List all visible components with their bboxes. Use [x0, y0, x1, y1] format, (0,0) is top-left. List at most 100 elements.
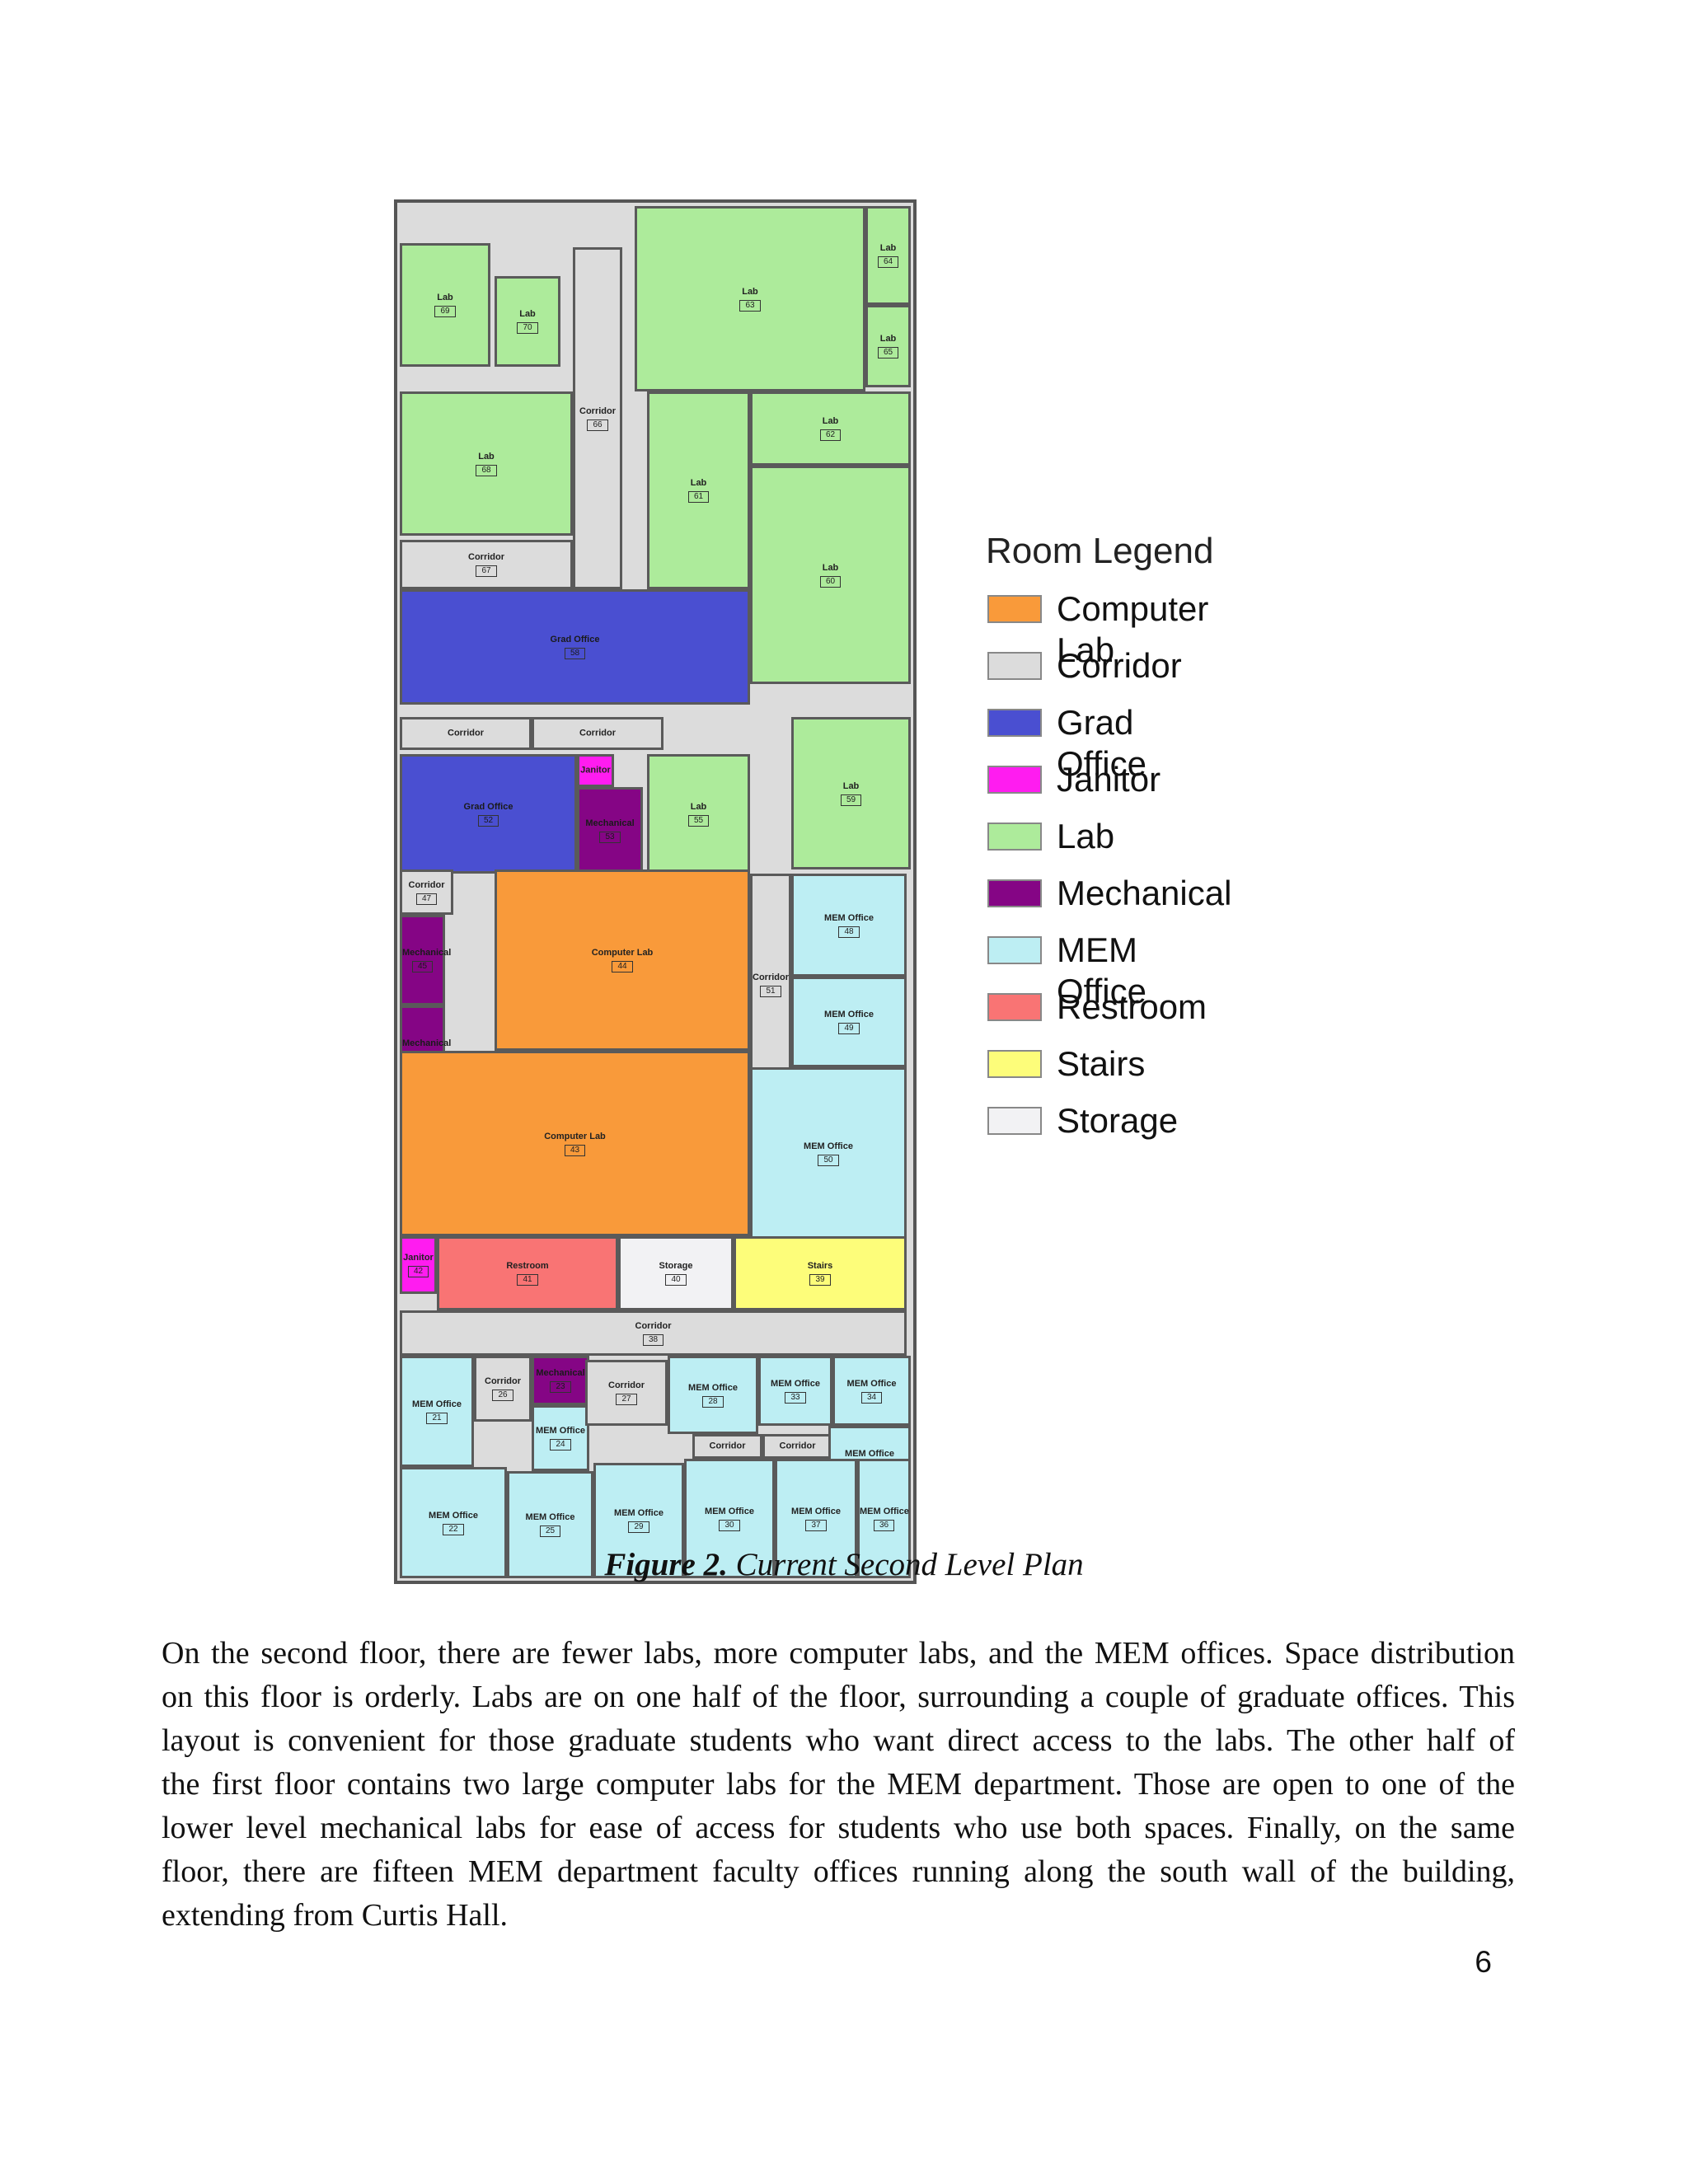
- room-label: Janitor54: [579, 766, 612, 776]
- room-number: 37: [805, 1519, 827, 1531]
- room-label: Lab 69: [402, 293, 488, 317]
- body-paragraph: On the second floor, there are fewer lab…: [162, 1632, 1515, 1938]
- room-label: MEM Office 36: [860, 1506, 909, 1531]
- room-label: Corridor56: [534, 729, 661, 739]
- room-name: Janitor: [580, 765, 611, 776]
- room-name: MEM Office: [429, 1510, 478, 1521]
- legend-swatch: [987, 936, 1042, 964]
- page-number: 6: [1475, 1945, 1492, 1979]
- room-name: Lab: [437, 293, 453, 302]
- room-name: MEM Office: [824, 912, 874, 923]
- room-number: 65: [877, 347, 899, 359]
- room-number: 38: [642, 1333, 664, 1346]
- room-name: Grad Office: [550, 635, 600, 644]
- legend-swatch: [987, 823, 1042, 851]
- room-number: 45: [411, 961, 434, 972]
- room-number: 58: [564, 648, 586, 659]
- room-number: 55: [687, 814, 710, 827]
- room-name: MEM Office: [860, 1506, 909, 1516]
- room-name: MEM Office: [705, 1506, 754, 1516]
- room-number: 49: [838, 1023, 860, 1034]
- room-number: 36: [873, 1519, 895, 1531]
- room-name: Mechanical: [402, 948, 452, 958]
- room-58: Grad Office 58: [400, 589, 750, 705]
- room-number: 23: [550, 1381, 571, 1393]
- room-name: Corridor: [579, 405, 616, 416]
- room-label: MEM Office 48: [794, 913, 904, 938]
- room-number: 64: [877, 256, 899, 268]
- room-56: Corridor56: [532, 717, 663, 750]
- legend-title: Room Legend: [986, 531, 1214, 571]
- room-name: MEM Office: [771, 1378, 820, 1389]
- room-name: MEM Office: [614, 1508, 663, 1518]
- room-name: Lab: [822, 562, 839, 573]
- room-name: MEM Office: [412, 1399, 462, 1409]
- legend-label: MEM Office: [1057, 930, 1146, 1010]
- room-name: MEM Office: [525, 1512, 575, 1522]
- room-number: 61: [687, 491, 710, 503]
- room-name: MEM Office: [845, 1448, 894, 1459]
- room-number: 41: [517, 1274, 538, 1286]
- room-number: 68: [476, 464, 497, 476]
- room-number: 48: [838, 926, 860, 938]
- room-number: 40: [665, 1274, 687, 1286]
- room-name: Corridor: [468, 552, 504, 562]
- legend-label: Janitor: [1057, 760, 1161, 799]
- legend-swatch: [987, 766, 1042, 794]
- room-number: 27: [616, 1394, 637, 1405]
- paragraph-line: extending from Curtis Hall.: [162, 1898, 509, 1933]
- room-label: Restroom 41: [439, 1261, 616, 1286]
- legend-swatch: [987, 1107, 1042, 1135]
- room-name: Lab: [690, 801, 707, 812]
- room-number: 44: [612, 961, 633, 972]
- room-45: Mechanical 45: [400, 915, 452, 1005]
- room-41: Restroom 41: [437, 1236, 618, 1310]
- room-name: Corridor: [448, 728, 484, 738]
- legend-item: Stairs: [986, 1043, 1213, 1100]
- room-name: Stairs: [807, 1261, 833, 1271]
- room-label: Grad Office 58: [402, 635, 748, 659]
- room-name: Grad Office: [463, 801, 513, 812]
- room-32: Corridor32: [762, 1434, 832, 1459]
- paragraph-line: lower level mechanical labs for ease of …: [162, 1811, 1515, 1845]
- room-name: Restroom: [506, 1261, 549, 1271]
- legend-swatch: [987, 652, 1042, 680]
- paragraph-line: the first floor contains two large compu…: [162, 1767, 1515, 1802]
- room-name: Janitor: [403, 1253, 434, 1263]
- room-label: Corridor31: [695, 1441, 760, 1452]
- room-number: 69: [434, 306, 456, 317]
- legend-swatch: [987, 1050, 1042, 1078]
- paragraph-line: layout is convenient for those graduate …: [162, 1723, 1515, 1758]
- room-name: Mechanical: [536, 1368, 585, 1378]
- room-number: 26: [492, 1390, 513, 1401]
- room-name: MEM Office: [846, 1378, 897, 1389]
- legend-item: MEM Office: [986, 930, 1213, 1010]
- room-name: Computer Lab: [591, 948, 654, 958]
